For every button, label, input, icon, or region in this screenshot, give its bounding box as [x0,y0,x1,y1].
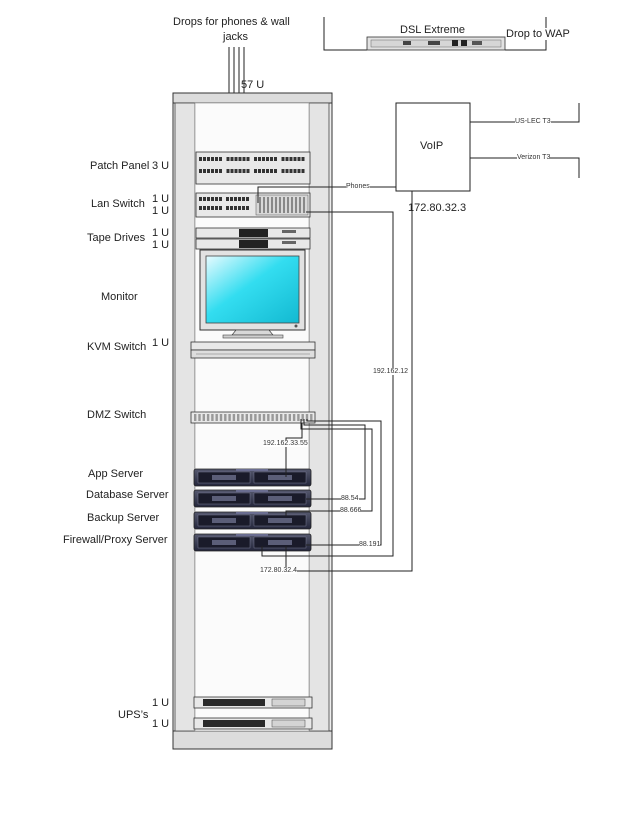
tape-drives [195,227,311,250]
ups-label: UPS’s [118,709,149,721]
voip-box [395,102,471,192]
dmz-switch-label: DMZ Switch [87,409,147,421]
ru-ups-1: 1 U [152,697,170,709]
verizon-label: Verizon T3 [517,154,551,161]
ip-88-191: 88.191 [359,541,381,548]
ups-2 [193,717,313,730]
rack-size-label: 57 U [241,79,265,91]
dsl-line [323,17,547,51]
dsl-modem [366,36,506,51]
app-server-label: App Server [88,468,144,480]
kvm-switch [190,341,316,359]
database-server [193,489,312,508]
patch-panel-label: Patch Panel [90,160,150,172]
monitor-label: Monitor [101,291,138,303]
ru-patch-panel: 3 U [152,160,170,172]
ru-ups-2: 1 U [152,718,170,730]
firewall-proxy-server [193,533,312,552]
patch-panel [195,151,311,185]
database-server-label: Database Server [86,489,169,501]
phones-label: Phones [346,183,370,190]
dsl-extreme-label: DSL Extreme [400,24,466,36]
ru-lan-switch-1: 1 U [152,193,170,205]
ru-tape-2: 1 U [152,239,170,251]
lan-switch [195,192,311,218]
dmz-switch [190,411,316,424]
ups-1 [193,696,313,709]
app-server [193,468,312,487]
ru-tape-1: 1 U [152,227,170,239]
drops-label-line1: Drops for phones & wall [173,16,290,28]
ip-88-54: 88.54 [341,495,359,502]
ip-192-162-12: 192.162.12 [373,368,409,375]
us-lec-label: US-LEC T3 [515,118,551,125]
ru-lan-switch-2: 1 U [152,205,170,217]
ru-kvm: 1 U [152,337,170,349]
voip-ip-label: 172.80.32.3 [408,202,467,214]
kvm-switch-label: KVM Switch [87,341,147,353]
voip-label: VoIP [420,140,444,152]
backup-server [193,511,312,530]
backup-server-label: Backup Server [87,512,160,524]
drops-label-line2: jacks [223,31,249,43]
drop-to-wap-label: Drop to WAP [506,28,570,40]
ip-192-162-33-55: 192.162.33.55 [263,440,308,447]
tape-drives-label: Tape Drives [87,232,146,244]
lan-switch-label: Lan Switch [91,198,145,210]
firewall-proxy-server-label: Firewall/Proxy Server [63,534,168,546]
ip-172-80-32-4: 172.80.32.4 [260,567,297,574]
monitor [199,249,306,339]
ip-88-666: 88.666 [340,507,362,514]
